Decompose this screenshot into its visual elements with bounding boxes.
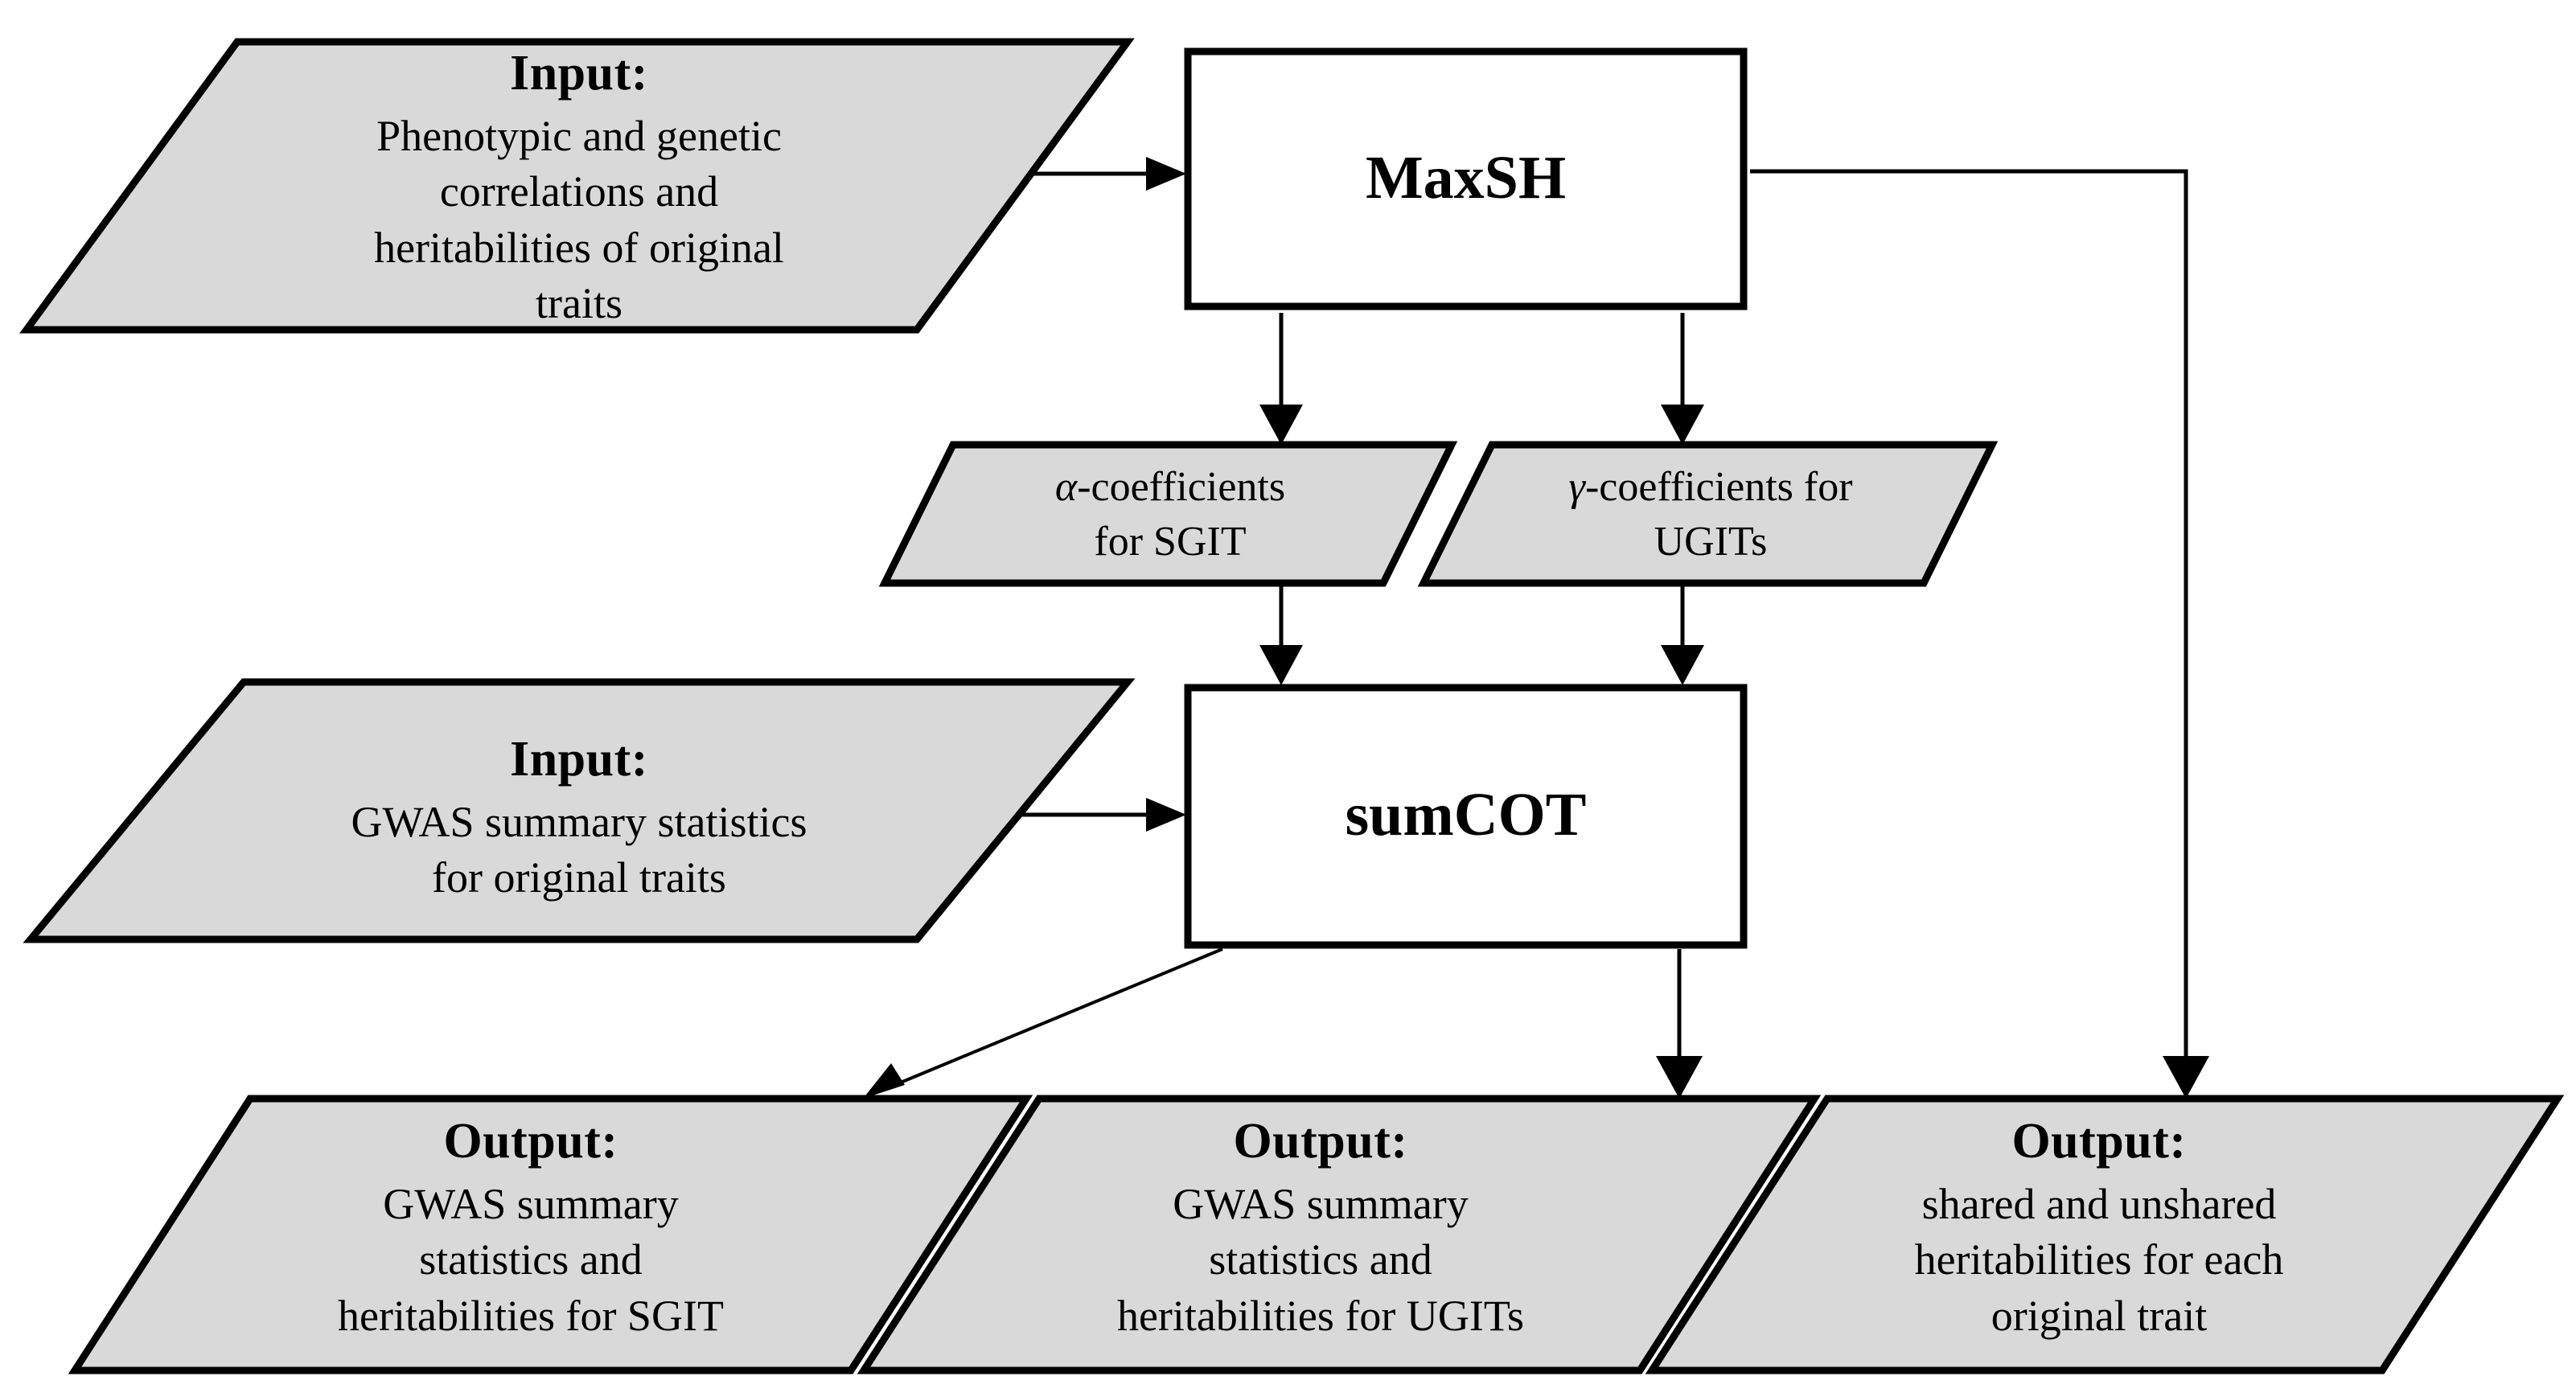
edge-sumcot-to-output-sgit (863, 947, 1223, 1099)
alpha-symbol: α (1054, 464, 1078, 510)
gamma-coef-line-1: -coefficients for (1584, 464, 1853, 510)
gamma-symbol: γ (1568, 464, 1585, 510)
edge-alpha-to-sumcot (1259, 583, 1303, 685)
edge-input-top-to-maxsh (1015, 157, 1186, 191)
edge-sumcot-to-output-ugits (1656, 949, 1703, 1099)
edge-maxsh-to-alpha (1259, 313, 1303, 445)
edge-maxsh-to-gamma (1661, 313, 1704, 445)
alpha-coef-line-2: for SGIT (1094, 518, 1247, 565)
node-gamma-coef-label: γ-coefficients for UGITs (1457, 460, 1964, 569)
node-sumcot-shape (1184, 684, 1748, 949)
node-output-heritabilities-shape (1645, 1095, 2565, 1374)
node-input-mid-shape (23, 678, 1136, 943)
edge-input-mid-to-sumcot (1015, 798, 1186, 832)
edge-maxsh-to-output-heritabilities (1750, 169, 2209, 1099)
node-gamma-coef-shape (1417, 441, 1999, 587)
node-output-ugits-shape (857, 1095, 1822, 1374)
node-maxsh-shape (1184, 47, 1748, 310)
node-maxsh-label: MaxSH (1365, 144, 1567, 212)
node-sumcot-label: sumCOT (1345, 781, 1587, 848)
node-alpha-coef-label: α-coefficients for SGIT (917, 460, 1424, 569)
node-input-top-shape (19, 38, 1135, 334)
node-output-sgit-shape (68, 1095, 1033, 1374)
gamma-coef-line-2: UGITs (1654, 518, 1768, 565)
edge-gamma-to-sumcot (1661, 583, 1704, 685)
node-alpha-coef-shape (878, 441, 1458, 587)
alpha-coef-line-1: -coefficients (1077, 464, 1286, 510)
